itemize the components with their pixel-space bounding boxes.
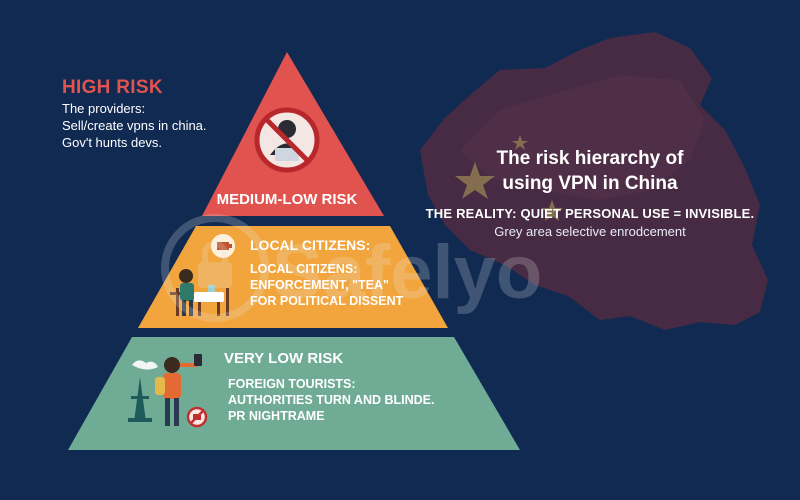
tier-bottom-heading: VERY LOW RISK [224,350,343,367]
no-hacker-laptop-icon [254,107,320,173]
tier-middle-line-3: FOR POLITICAL DISSENT [250,294,404,308]
tier-top-label: MEDIUM-LOW RISK [217,191,358,208]
tier-bottom-line-3: PR NIGHTRAME [228,409,325,423]
tier-bottom-line-1: FOREIGN TOURISTS: [228,377,356,391]
reality-statement: THE REALITY: QUIET PERSONAL USE = INVISI… [425,206,755,221]
high-risk-line-2: Sell/create vpns in china. [62,118,207,133]
high-risk-heading: HIGH RISK [62,77,163,98]
watermark-text: Safelyo [272,230,542,315]
headline-subtitle: Grey area selective enrodcement [494,224,686,239]
headline-line-1: The risk hierarchy of [496,148,684,169]
tourist-eiffel-tower-icon [128,354,208,428]
high-risk-line-3: Gov't hunts devs. [62,135,163,150]
flag-stars-decoration [455,135,563,221]
headline-title: The risk hierarchy of using VPN in China [440,146,740,196]
watermark-logo: Safelyo [161,214,542,322]
shield-lock-icon [161,214,269,322]
person-at-table-icon [170,234,235,316]
china-map-silhouette [420,32,768,330]
tier-bottom-line-2: AUTHORITIES TURN AND BLINDE. [228,393,434,407]
high-risk-line-1: The providers: [62,101,146,116]
tier-middle-line-2: ENFORCEMENT, "TEA" [250,278,389,292]
tier-middle-line-1: LOCAL CITIZENS: [250,262,357,276]
tier-middle-heading: LOCAL CITIZENS: [250,237,370,253]
headline-line-2: using VPN in China [502,173,678,194]
